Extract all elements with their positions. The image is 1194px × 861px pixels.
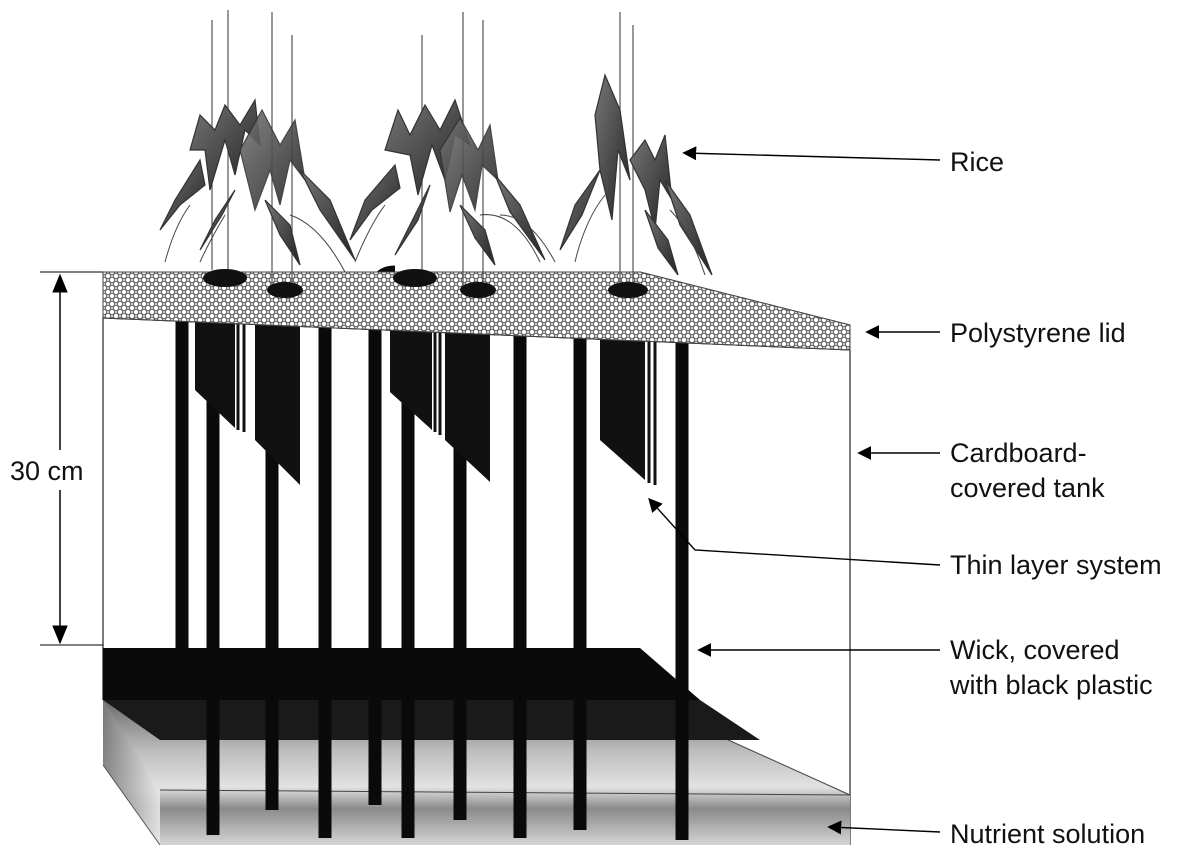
arrow-rice xyxy=(685,153,940,160)
nutrient-solution-label: Nutrient solution xyxy=(950,818,1145,851)
rice-plant-2 xyxy=(350,100,545,265)
tank-label-line1: Cardboard- xyxy=(950,437,1087,470)
rice-label: Rice xyxy=(950,146,1004,179)
thin-layer-label: Thin layer system xyxy=(950,549,1162,582)
wick-label-line1: Wick, covered xyxy=(950,634,1120,667)
black-plastic-base xyxy=(103,648,760,740)
polystyrene-lid-label: Polystyrene lid xyxy=(950,317,1126,350)
tank-label-line2: covered tank xyxy=(950,472,1105,505)
rice-plant-3 xyxy=(560,75,712,275)
rice-plant-1 xyxy=(160,100,355,265)
arrow-thin-layer xyxy=(650,500,940,565)
dimension-label: 30 cm xyxy=(8,455,86,488)
wick-label-line2: with black plastic xyxy=(950,669,1153,702)
rice-plants xyxy=(160,10,712,298)
rice-fine-leaves xyxy=(165,195,705,275)
